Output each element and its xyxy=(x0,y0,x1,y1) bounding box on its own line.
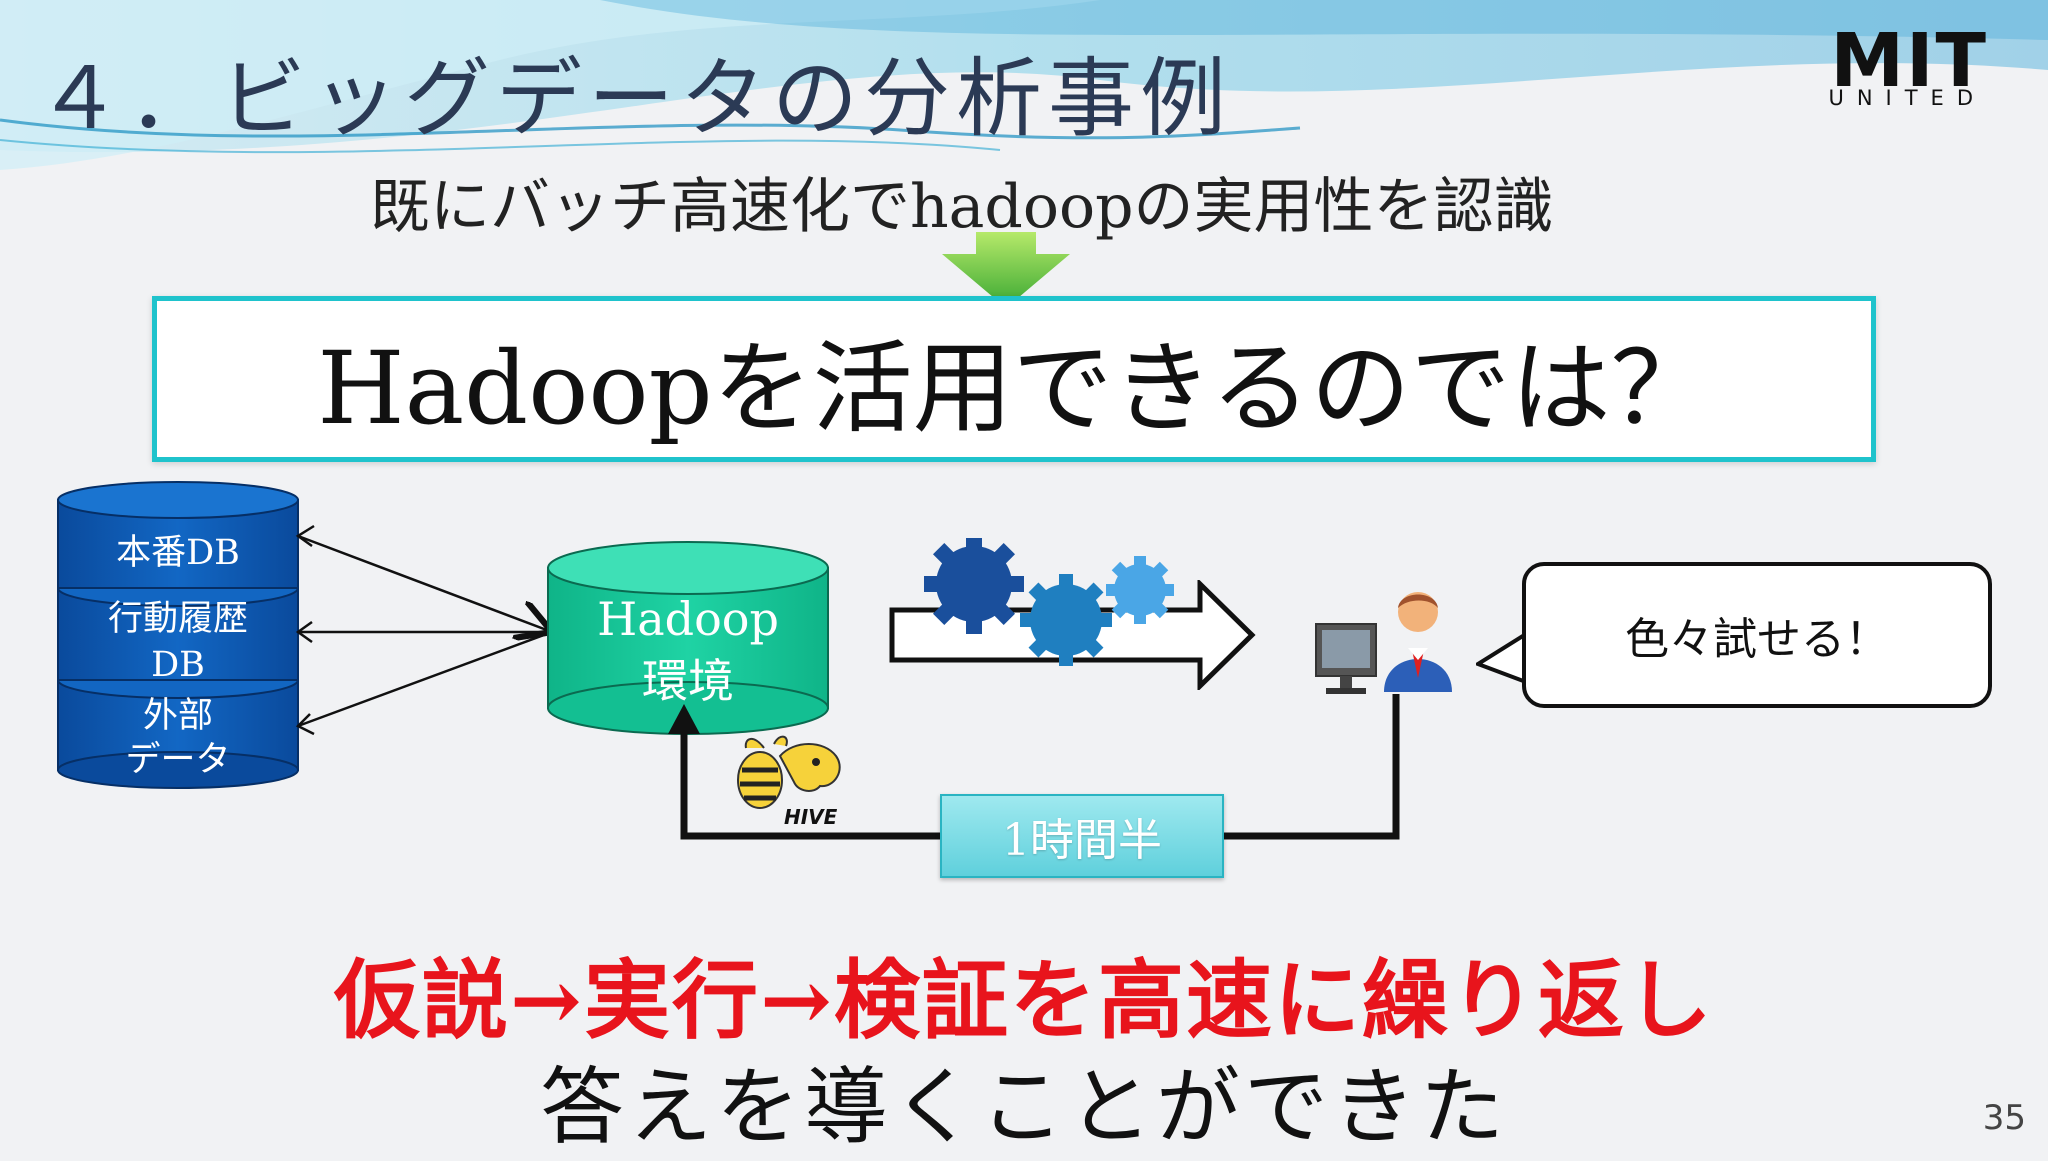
subtitle: 既にバッチ高速化でhadoopの実用性を認識 xyxy=(370,172,1554,242)
main-question-text: Hadoopを活用できるのでは？ xyxy=(317,329,1711,447)
database-label-production: 本番DB xyxy=(116,533,240,573)
down-arrow-icon xyxy=(942,232,1070,308)
header-wave-decoration xyxy=(0,0,2048,170)
hive-logo-icon: HIVE xyxy=(737,735,841,828)
hive-logo-text: HIVE xyxy=(784,805,838,828)
time-label-box: 1時間半 xyxy=(940,794,1224,878)
page-number: 35 xyxy=(1982,1098,2026,1138)
conclusion-red: 仮説→実行→検証を高速に繰り返し xyxy=(333,950,1715,1051)
gear-icon xyxy=(924,538,1174,666)
slide-title: ４．ビッグデータの分析事例 xyxy=(36,49,1232,149)
database-label-external: 外部 データ xyxy=(125,696,231,780)
time-label: 1時間半 xyxy=(1002,815,1162,866)
db-connection-arrows xyxy=(295,524,560,736)
main-question-box: Hadoopを活用できるのでは？ xyxy=(152,296,1876,462)
logo-sub: UNITED xyxy=(1828,86,1986,110)
speech-bubble-text: 色々試せる！ xyxy=(1625,614,1889,665)
database-label-behavior-log: 行動履歴 DB xyxy=(107,599,248,685)
speech-bubble: 色々試せる！ xyxy=(1522,562,1992,708)
person-computer-icon xyxy=(1315,592,1452,694)
hadoop-label: Hadoop 環境 xyxy=(597,592,779,708)
hadoop-environment-cylinder xyxy=(547,541,829,735)
conclusion-black: 答えを導くことができた xyxy=(539,1058,1508,1156)
database-stack xyxy=(57,481,299,789)
logo-main: MIT xyxy=(1830,18,1988,104)
